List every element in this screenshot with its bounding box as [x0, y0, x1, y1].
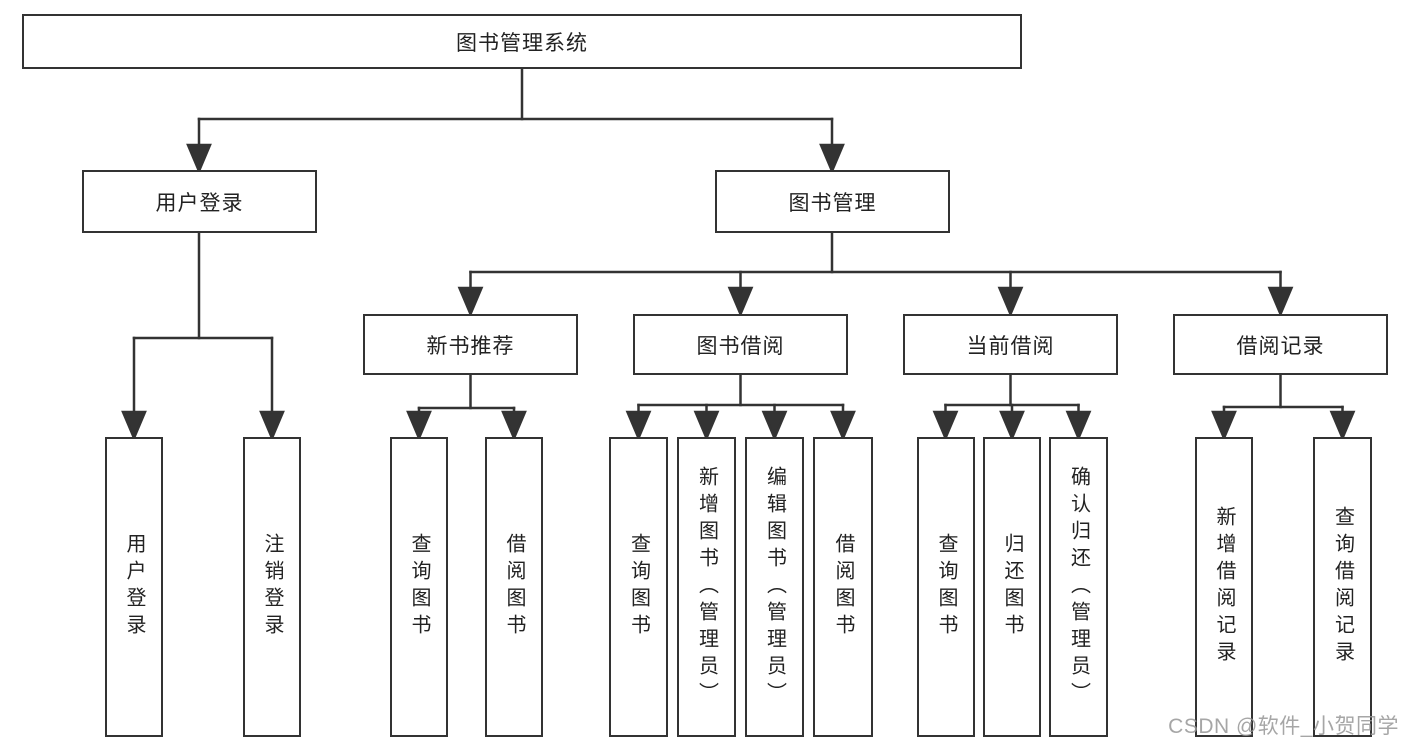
node-current-borrow: 当前借阅: [903, 314, 1118, 375]
leaf-query-books: 查询图书: [390, 437, 448, 737]
node-book-management: 图书管理: [715, 170, 950, 233]
leaf-borrow-books: 借阅图书: [485, 437, 543, 737]
node-book-borrow-label: 图书借阅: [696, 334, 785, 358]
node-current-borrow-label: 当前借阅: [966, 334, 1055, 358]
connector-new-book-recommend-children: [406, 373, 527, 442]
leaf-borrow-books-2: 借阅图书: [813, 437, 873, 737]
node-borrow-records-label: 借阅记录: [1236, 334, 1325, 358]
leaf-return-book: 归还图书: [983, 437, 1041, 737]
leaf-query-borrow-record-label: 查询借阅记录: [1331, 506, 1354, 668]
leaf-query-books-2: 查询图书: [609, 437, 668, 737]
node-book-borrow: 图书借阅: [633, 314, 848, 375]
node-book-management-label: 图书管理: [788, 191, 877, 215]
connector-root-to-level2: [186, 67, 845, 175]
leaf-logout: 注销登录: [243, 437, 301, 737]
leaf-query-books-2-label: 查询图书: [627, 533, 650, 641]
node-user-login-label: 用户登录: [155, 191, 244, 215]
leaf-edit-book-admin-label: 编辑图书（管理员）: [763, 465, 786, 709]
node-root: 图书管理系统: [22, 14, 1022, 69]
connector-book-borrow-children: [625, 373, 856, 442]
connector-user-login-children: [121, 231, 285, 442]
connector-book-management-children: [457, 231, 1294, 318]
connector-borrow-records-children: [1211, 373, 1356, 442]
leaf-query-books-3-label: 查询图书: [935, 533, 957, 641]
leaf-add-book-admin: 新增图书（管理员）: [677, 437, 736, 737]
node-borrow-records: 借阅记录: [1173, 314, 1388, 375]
leaf-logout-label: 注销登录: [261, 533, 283, 641]
leaf-query-borrow-record: 查询借阅记录: [1313, 437, 1372, 737]
leaf-add-borrow-record-label: 新增借阅记录: [1213, 506, 1235, 668]
leaf-edit-book-admin: 编辑图书（管理员）: [745, 437, 804, 737]
leaf-add-book-admin-label: 新增图书（管理员）: [695, 465, 718, 709]
leaf-confirm-return-admin: 确认归还（管理员）: [1049, 437, 1108, 737]
watermark: CSDN @软件_小贺同学: [1168, 715, 1399, 738]
leaf-query-books-label: 查询图书: [408, 533, 430, 641]
leaf-borrow-books-2-label: 借阅图书: [832, 533, 854, 641]
leaf-query-books-3: 查询图书: [917, 437, 975, 737]
node-new-book-recommend-label: 新书推荐: [426, 334, 515, 358]
leaf-user-login-label: 用户登录: [123, 533, 145, 641]
leaf-confirm-return-admin-label: 确认归还（管理员）: [1067, 465, 1090, 709]
connector-current-borrow-children: [932, 373, 1092, 442]
leaf-return-book-label: 归还图书: [1001, 533, 1023, 641]
leaf-add-borrow-record: 新增借阅记录: [1195, 437, 1253, 737]
leaf-borrow-books-label: 借阅图书: [503, 533, 525, 641]
node-user-login: 用户登录: [82, 170, 317, 233]
leaf-user-login: 用户登录: [105, 437, 163, 737]
node-root-label: 图书管理系统: [456, 31, 588, 55]
node-new-book-recommend: 新书推荐: [363, 314, 578, 375]
